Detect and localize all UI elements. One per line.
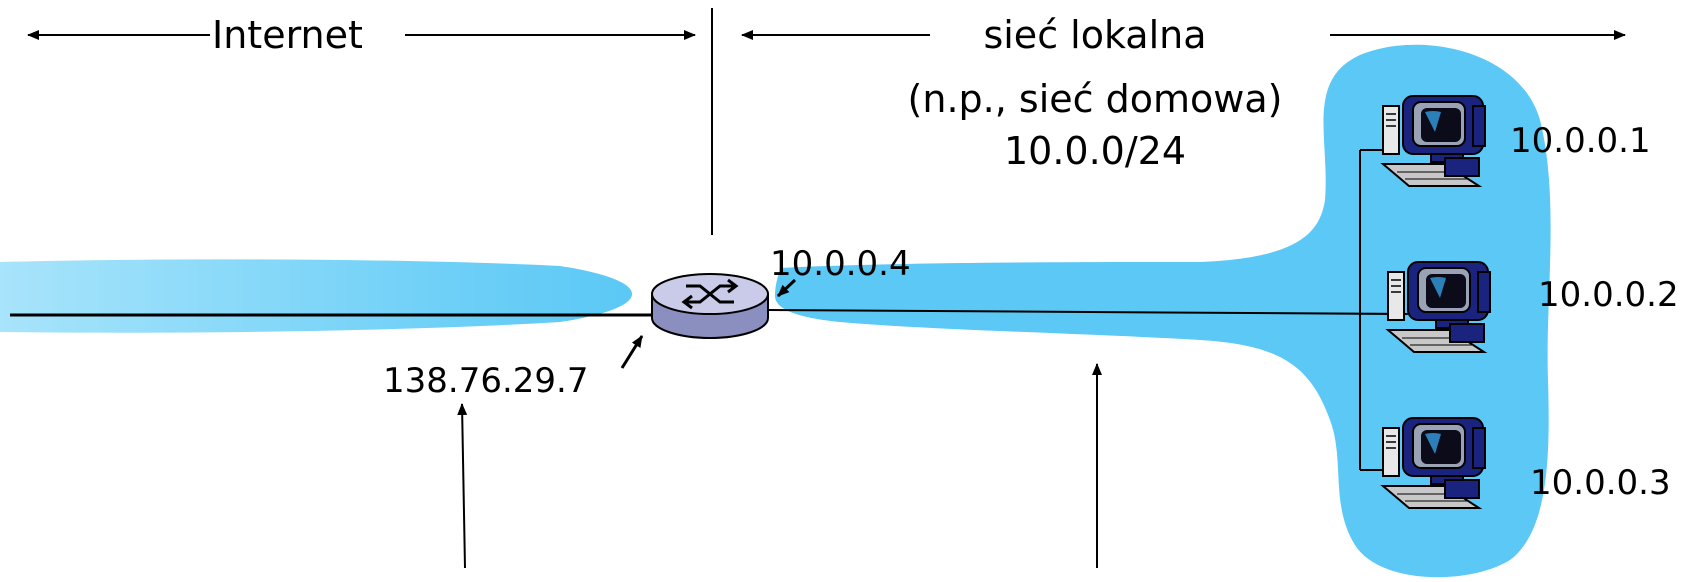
wan-address-pointer bbox=[457, 403, 468, 569]
lan-link bbox=[767, 309, 1409, 315]
lan-title-line2: (n.p., sieć domowa) bbox=[908, 77, 1283, 121]
computer-icon bbox=[1382, 95, 1486, 187]
router-lan-ip: 10.0.0.4 bbox=[770, 244, 911, 284]
host2-ip: 10.0.0.2 bbox=[1538, 275, 1679, 315]
lan-title-line1: sieć lokalna bbox=[983, 13, 1206, 57]
host3-ip: 10.0.0.3 bbox=[1530, 463, 1671, 503]
router-wan-ip-pointer bbox=[620, 335, 644, 369]
router-icon bbox=[651, 273, 769, 339]
computer-icon bbox=[1382, 417, 1486, 509]
lan-subnet-label: 10.0.0/24 bbox=[1004, 129, 1186, 173]
host1-ip: 10.0.0.1 bbox=[1510, 121, 1651, 161]
router-wan-ip: 138.76.29.7 bbox=[383, 361, 588, 401]
local-network-cloud bbox=[775, 44, 1551, 578]
router-lan-ip-pointer bbox=[776, 278, 797, 298]
internet-label: Internet bbox=[212, 13, 363, 57]
computer-icon bbox=[1387, 261, 1491, 353]
internet-link-cloud bbox=[0, 259, 632, 333]
